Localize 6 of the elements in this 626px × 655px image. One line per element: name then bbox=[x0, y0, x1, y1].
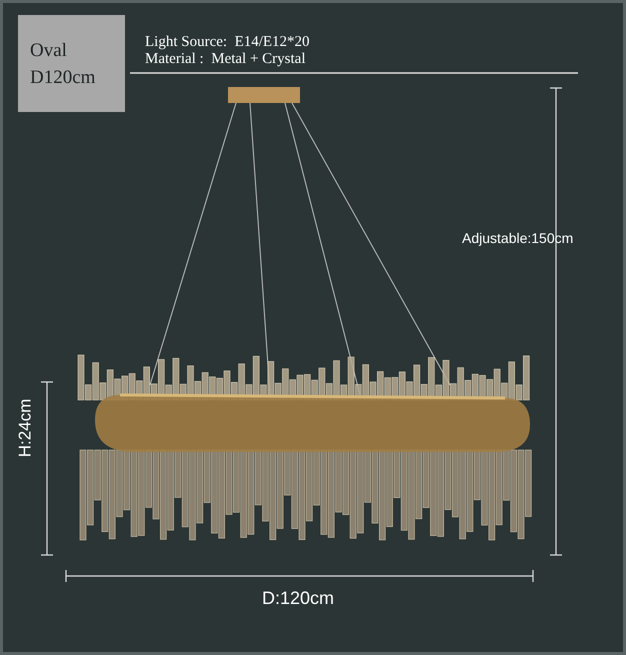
spec-text: Material : Metal + Crystal bbox=[145, 51, 306, 68]
dimension-label: H:24cm bbox=[15, 398, 36, 458]
spec-text: Light Source: E14/E12*20 bbox=[145, 34, 310, 51]
model-label: Oval D120cm bbox=[30, 38, 96, 90]
label-box bbox=[18, 15, 125, 112]
dimension-label: D:120cm bbox=[262, 588, 334, 609]
